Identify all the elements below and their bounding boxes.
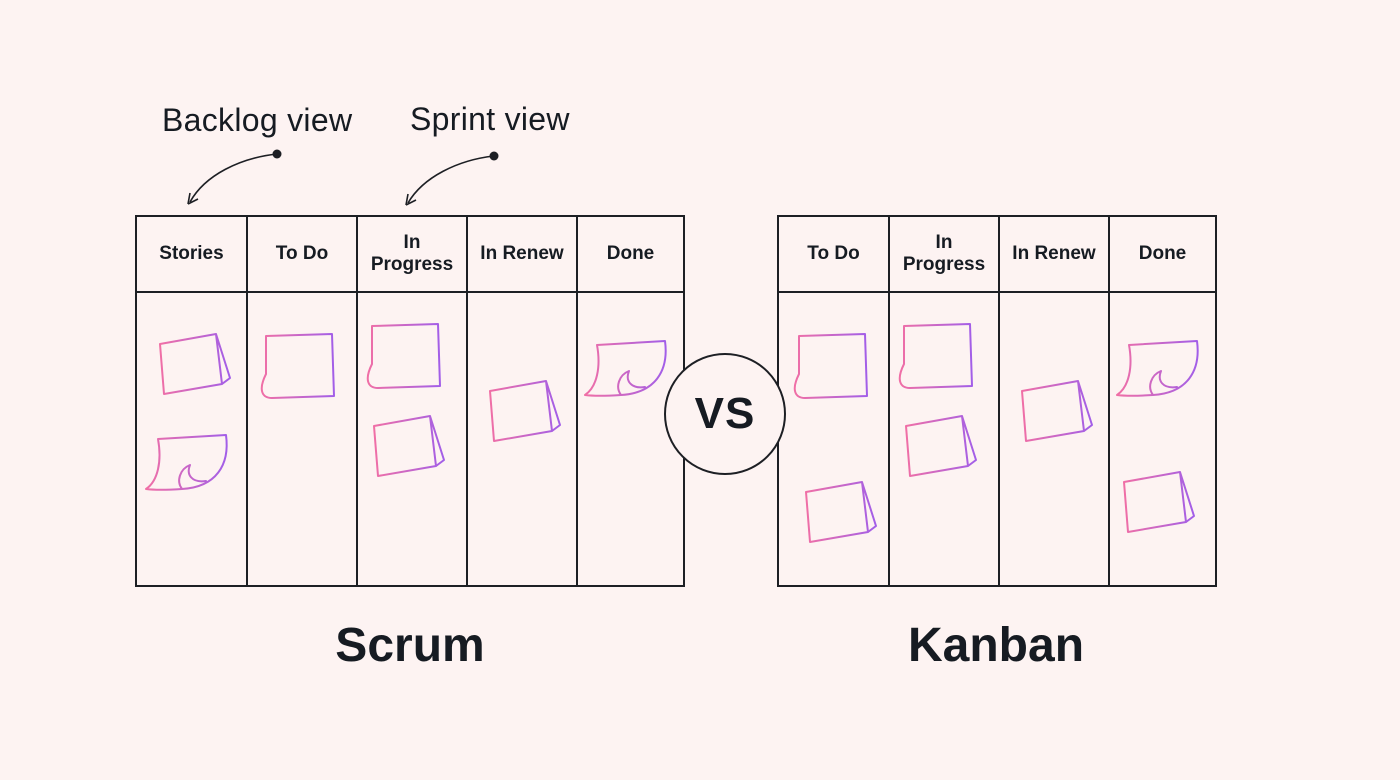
scrum-board: Stories To Do In Progress In Renew Done [135,215,685,587]
column-header: Stories [137,217,246,293]
scrum-column-done: Done [578,217,683,585]
kanban-column-done: Done [1110,217,1215,585]
kanban-board: To Do In Progress In Renew Done [777,215,1217,587]
column-header: In Progress [890,217,998,293]
column-label: Done [606,243,655,264]
column-label: In Renew [1012,243,1096,264]
column-header: Done [578,217,683,293]
column-header: To Do [248,217,356,293]
sprint-arrow [405,151,499,206]
column-header: To Do [779,217,888,293]
scrum-column-in-progress: In Progress [358,217,468,585]
kanban-column-in-progress: In Progress [890,217,1000,585]
scrum-column-in-renew: In Renew [468,217,578,585]
column-header: In Renew [1000,217,1108,293]
backlog-arrow [187,149,282,205]
kanban-column-todo: To Do [779,217,890,585]
column-label: To Do [807,243,860,264]
scrum-column-stories: Stories [137,217,248,585]
column-label: In Progress [902,232,986,275]
kanban-column-in-renew: In Renew [1000,217,1110,585]
column-header: Done [1110,217,1215,293]
column-header: In Progress [358,217,466,293]
vs-badge: VS [664,353,786,475]
backlog-view-annotation: Backlog view [162,102,353,138]
column-header: In Renew [468,217,576,293]
sprint-view-annotation: Sprint view [410,101,570,137]
column-label: Done [1138,243,1187,264]
column-label: Stories [159,243,224,264]
column-label: To Do [275,243,329,264]
kanban-title: Kanban [907,619,1085,672]
scrum-title: Scrum [335,619,485,672]
scrum-column-todo: To Do [248,217,358,585]
column-label: In Progress [370,232,454,275]
column-label: In Renew [480,243,564,264]
